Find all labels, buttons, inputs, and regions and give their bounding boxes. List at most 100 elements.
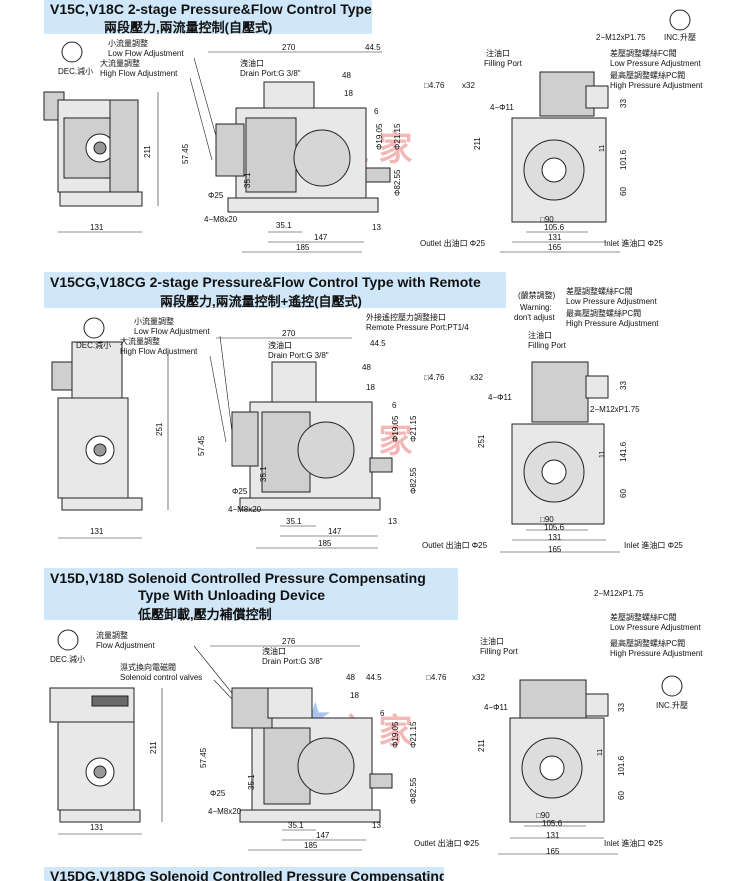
next-section-header: V15DG,V18DG Solenoid Controlled Pressure… <box>44 867 444 881</box>
phi25-label: Φ25 <box>208 191 224 200</box>
dim-phi82: Φ82.55 <box>409 467 418 494</box>
low-flow-en: Low Flow Adjustment <box>108 49 184 58</box>
dim-11: 11 <box>597 749 604 756</box>
dim-phi19: Φ19.05 <box>391 415 400 442</box>
dim-276: 276 <box>282 637 296 646</box>
section-title-en: V15C,V18C 2-stage Pressure&Flow Control … <box>50 1 372 17</box>
inlet-label: Inlet 進油口 Φ25 <box>624 540 683 550</box>
dim-33: 33 <box>619 381 628 390</box>
dim-211: 211 <box>149 741 158 754</box>
lowp-zh: 差壓調整螺絲FC閥 <box>610 612 677 622</box>
dim-48: 48 <box>362 363 371 372</box>
high-flow-zh: 大流量調整 <box>100 58 140 68</box>
dim-48: 48 <box>346 673 355 682</box>
dim-phi21: Φ21.15 <box>409 415 418 442</box>
drawing-v15cg: ★ 之 家 DEC.減小 小流量調整 Low Flow Adjustment 大… <box>51 286 683 554</box>
dim-35-1a: 35.1 <box>247 774 256 790</box>
pump-end-view <box>509 679 609 823</box>
flow-en: Flow Adjustment <box>96 641 155 650</box>
highp-zh: 最高壓調整螺絲PC閥 <box>610 70 685 80</box>
dim-11: 11 <box>599 145 606 152</box>
pump-side-view <box>51 341 143 511</box>
lowp-zh: 差壓調整螺絲FC閥 <box>610 48 677 58</box>
holes-label: 4−Φ11 <box>484 703 508 712</box>
dec-dial-icon <box>57 629 79 651</box>
key-size: □4.76 <box>424 81 445 90</box>
dim-141-6: 141.6 <box>619 441 628 462</box>
dim-185: 185 <box>304 841 318 850</box>
low-flow-en: Low Flow Adjustment <box>134 327 210 336</box>
inc-label: INC.升壓 <box>656 701 688 710</box>
thread-label: 2−M12xP1.75 <box>590 405 640 414</box>
dim-35-1b: 35.1 <box>276 221 292 230</box>
inc-dial-icon <box>669 9 691 31</box>
dim-57-45: 57.45 <box>199 747 208 768</box>
mounting-label: 4−M8x20 <box>208 807 242 816</box>
dim-13: 13 <box>388 517 397 526</box>
lowp-zh: 差壓調整螺絲FC閥 <box>566 286 633 296</box>
dim-35-1b: 35.1 <box>288 821 304 830</box>
dim-270: 270 <box>282 329 296 338</box>
pump-front-view <box>231 361 393 511</box>
section-v15d: V15D,V18D Solenoid Controlled Pressure C… <box>0 568 750 863</box>
pump-end-view <box>511 361 609 525</box>
dim-phi21: Φ21.15 <box>393 123 402 150</box>
filling-zh: 注油口 <box>528 330 552 340</box>
outlet-label: Outlet 出油口 Φ25 <box>414 838 480 848</box>
section-title-zh: 兩段壓力,兩流量控制+遙控(自壓式) <box>160 294 362 309</box>
holes-label: 4−Φ11 <box>490 103 514 112</box>
dim-13: 13 <box>372 821 381 830</box>
section-header: V15D,V18D Solenoid Controlled Pressure C… <box>44 568 458 622</box>
outlet-label: Outlet 出油口 Φ25 <box>422 540 488 550</box>
inc-dial-icon <box>661 675 683 697</box>
dim-60: 60 <box>617 791 626 800</box>
drain-zh: 洩油口 <box>268 340 292 350</box>
dim-18: 18 <box>350 691 359 700</box>
dec-dial-icon <box>61 41 83 63</box>
dim-270: 270 <box>282 43 296 52</box>
highp-zh: 最高壓調整螺絲PC閥 <box>566 308 641 318</box>
dim-211: 211 <box>143 145 152 158</box>
drain-en: Drain Port:G 3/8" <box>268 351 329 360</box>
dim-35-1a: 35.1 <box>259 466 268 482</box>
dec-label: DEC.減小 <box>50 654 85 664</box>
lowp-en: Low Pressure Adjustment <box>610 623 701 632</box>
section-title-en: V15CG,V18CG 2-stage Pressure&Flow Contro… <box>50 274 481 290</box>
holes-label: 4−Φ11 <box>488 393 512 402</box>
dim-165: 165 <box>546 847 560 856</box>
high-flow-en: High Flow Adjustment <box>100 69 178 78</box>
dim-18: 18 <box>344 89 353 98</box>
section-title-en-1: V15D,V18D Solenoid Controlled Pressure C… <box>50 570 426 586</box>
lowp-en: Low Pressure Adjustment <box>610 59 701 68</box>
dim-90: □90 <box>540 215 554 224</box>
highp-en: High Pressure Adjustment <box>610 649 703 658</box>
dim-6: 6 <box>392 401 397 410</box>
dim-105-6: 105.6 <box>542 819 563 828</box>
remote-en: Remote Pressure Port:PT1/4 <box>366 323 469 332</box>
dim-57-45: 57.45 <box>181 143 190 164</box>
inlet-label: Inlet 進油口 Φ25 <box>604 238 663 248</box>
low-flow-zh: 小流量調整 <box>134 316 174 326</box>
filling-en: Filling Port <box>480 647 519 656</box>
dim-147: 147 <box>314 233 328 242</box>
dec-dial-icon <box>83 317 105 339</box>
dim-33: 33 <box>617 703 626 712</box>
dim-48: 48 <box>342 71 351 80</box>
dim-11: 11 <box>599 451 606 458</box>
dim-251: 251 <box>155 422 164 436</box>
sol-zh: 濕式換向電磁閥 <box>120 662 176 672</box>
dim-211b: 211 <box>477 739 486 752</box>
flow-zh: 流量調整 <box>96 630 128 640</box>
key-len: x32 <box>472 673 485 682</box>
thread-label: 2−M12xP1.75 <box>596 33 646 42</box>
dim-phi19: Φ19.05 <box>375 123 384 150</box>
section-header: V15CG,V18CG 2-stage Pressure&Flow Contro… <box>44 272 506 309</box>
dim-90: □90 <box>540 515 554 524</box>
key-size: □4.76 <box>426 673 447 682</box>
dim-18: 18 <box>366 383 375 392</box>
key-len: x32 <box>470 373 483 382</box>
mounting-label: 4−M8x20 <box>228 505 262 514</box>
dim-131b: 131 <box>548 533 562 542</box>
mounting-label: 4−M8x20 <box>204 215 238 224</box>
dim-44-5: 44.5 <box>365 43 381 52</box>
